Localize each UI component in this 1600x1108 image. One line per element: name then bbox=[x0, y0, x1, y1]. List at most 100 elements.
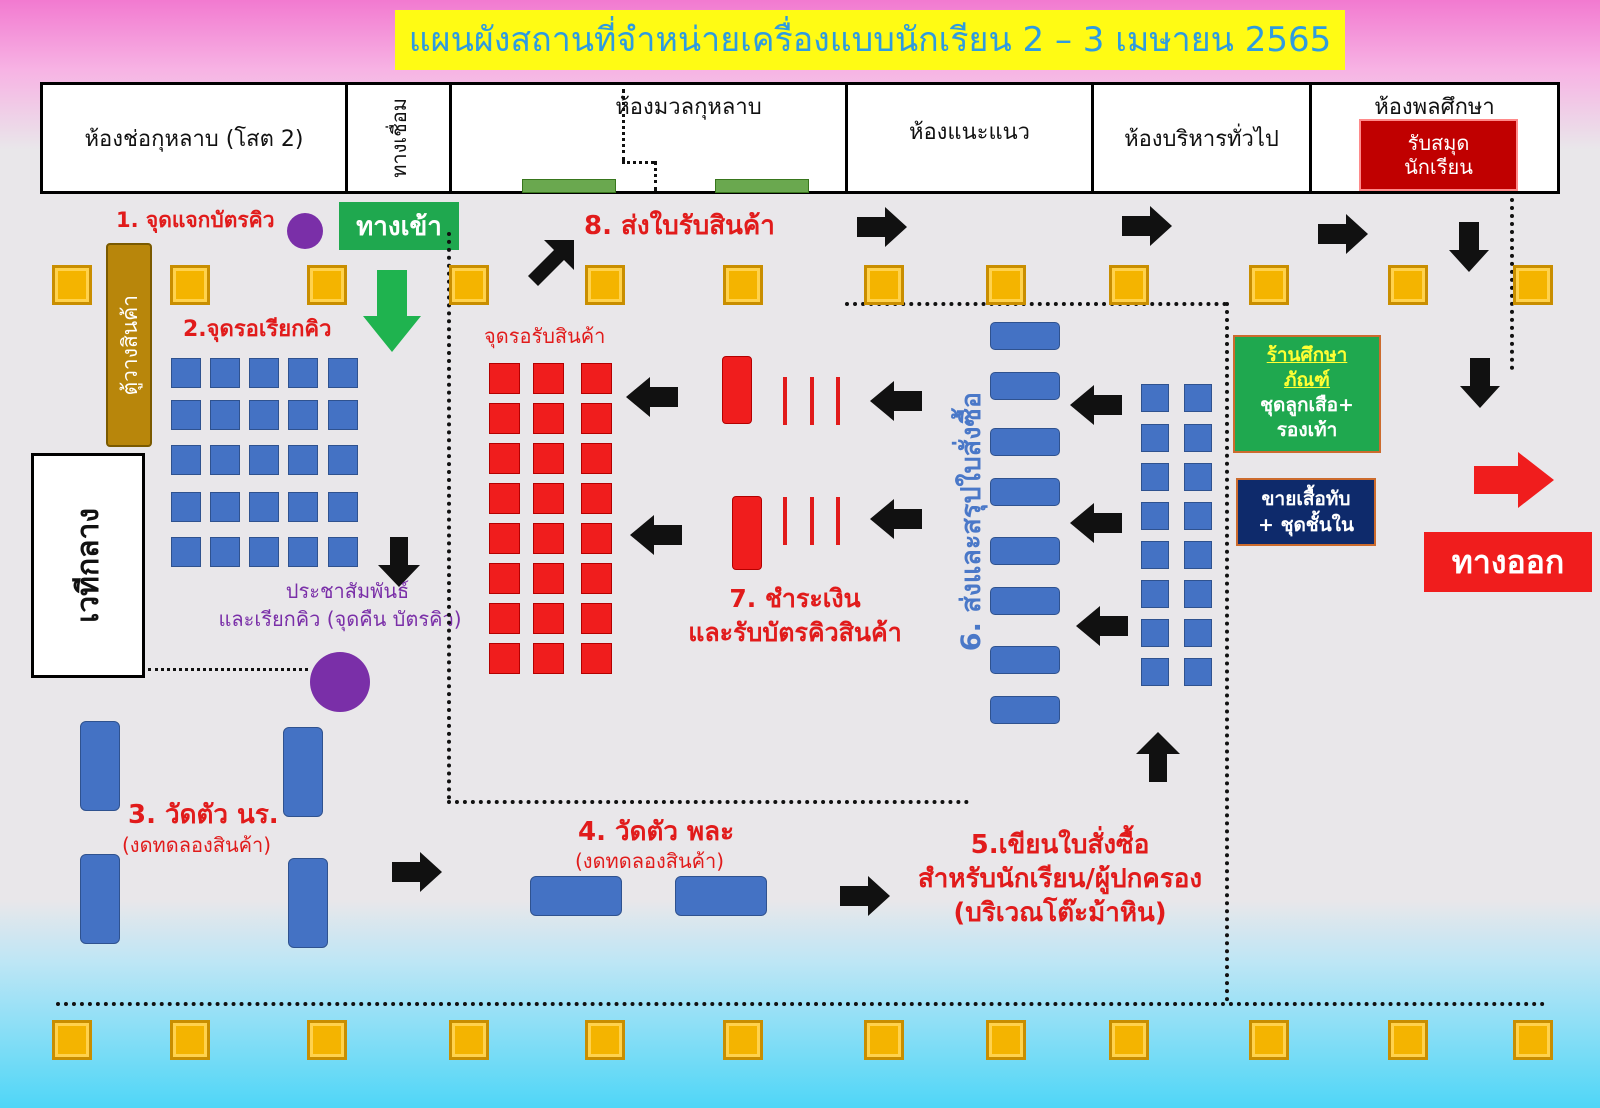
pillar bbox=[986, 265, 1026, 305]
waiting-seat bbox=[171, 537, 201, 567]
room-connector: ทางเชื่อม bbox=[345, 82, 452, 194]
shirt-shop-line2: + ชุดชั้นใน bbox=[1258, 514, 1354, 536]
pr-label-line1: ประชาสัมพันธ์ bbox=[285, 579, 410, 603]
pillar bbox=[864, 265, 904, 305]
step7-line2: และรับบัตรคิวสินค้า bbox=[688, 618, 902, 647]
left-arrow-icon bbox=[626, 377, 678, 417]
right-arrow-icon bbox=[392, 852, 442, 892]
waiting-seat bbox=[328, 400, 358, 430]
order-desk bbox=[1184, 580, 1212, 608]
pillar bbox=[723, 265, 763, 305]
down-arrow-icon bbox=[1460, 358, 1500, 408]
waiting-seat bbox=[249, 400, 279, 430]
order-desk bbox=[1184, 463, 1212, 491]
order-desk bbox=[1184, 502, 1212, 530]
waiting-seat bbox=[210, 400, 240, 430]
pickup-seat bbox=[581, 363, 612, 394]
order-desk bbox=[1184, 658, 1212, 686]
step3-label: 3. วัดตัว นร. bbox=[128, 800, 279, 830]
coop-shop-item1: ชุดลูกเสือ+ bbox=[1260, 394, 1354, 416]
pr-point bbox=[310, 652, 370, 712]
pickup-seat bbox=[533, 363, 564, 394]
left-arrow-icon bbox=[870, 381, 922, 421]
pillar bbox=[585, 265, 625, 305]
pillar bbox=[1249, 265, 1289, 305]
step1-label: 1. จุดแจกบัตรคิว bbox=[116, 208, 275, 232]
waiting-seat bbox=[288, 445, 318, 475]
zone-boundary bbox=[1225, 302, 1229, 1002]
dotted-divider bbox=[622, 161, 654, 164]
pillar bbox=[986, 1020, 1026, 1060]
pillar bbox=[1109, 1020, 1149, 1060]
pickup-seat bbox=[533, 643, 564, 674]
shirt-shop: ขายเสื้อทับ + ชุดชั้นใน bbox=[1236, 478, 1376, 546]
pillar bbox=[723, 1020, 763, 1060]
coop-shop-item2: รองเท้า bbox=[1276, 419, 1338, 441]
up-right-arrow-icon bbox=[528, 240, 574, 286]
waiting-seat bbox=[210, 445, 240, 475]
pillar bbox=[1513, 265, 1553, 305]
left-arrow-icon bbox=[1076, 606, 1128, 646]
room-admin-label: ห้องบริหารทั่วไป bbox=[1124, 126, 1279, 152]
green-table bbox=[522, 179, 616, 193]
entrance-arrow-icon bbox=[363, 270, 421, 352]
queue-card-point bbox=[287, 213, 323, 249]
pillar bbox=[1513, 1020, 1553, 1060]
pickup-seat bbox=[489, 363, 520, 394]
queue-line bbox=[836, 497, 840, 545]
cashier-desk bbox=[732, 496, 762, 570]
right-arrow-icon bbox=[840, 876, 890, 916]
pickup-seat bbox=[581, 603, 612, 634]
pillar bbox=[864, 1020, 904, 1060]
pillar bbox=[449, 1020, 489, 1060]
waiting-seat bbox=[210, 358, 240, 388]
measure-desk bbox=[530, 876, 622, 916]
down-arrow-icon bbox=[378, 537, 420, 587]
waiting-seat bbox=[171, 358, 201, 388]
pickup-seat bbox=[489, 403, 520, 434]
left-arrow-icon bbox=[1070, 503, 1122, 543]
queue-line bbox=[783, 377, 787, 425]
left-arrow-icon bbox=[1070, 385, 1122, 425]
step3-note: (งดทดลองสินค้า) bbox=[122, 833, 272, 857]
order-desk bbox=[1141, 384, 1169, 412]
step2-label: 2.จุดรอเรียกคิว bbox=[183, 317, 332, 342]
right-arrow-icon bbox=[1122, 206, 1172, 246]
waiting-seat bbox=[288, 358, 318, 388]
step5-line3: (บริเวณโต๊ะม้าหิน) bbox=[953, 898, 1167, 928]
pillar bbox=[170, 1020, 210, 1060]
room-muankulab: ห้องมวลกุหลาบ bbox=[449, 82, 848, 194]
dotted-divider bbox=[622, 89, 625, 161]
step5-line1: 5.เขียนใบสั่งซื้อ bbox=[970, 830, 1150, 860]
dotted-line bbox=[148, 668, 308, 671]
waiting-seat bbox=[171, 492, 201, 522]
pickup-seat bbox=[533, 563, 564, 594]
order-desk bbox=[1141, 658, 1169, 686]
pickup-seat bbox=[533, 523, 564, 554]
waiting-seat bbox=[249, 492, 279, 522]
pillar bbox=[52, 1020, 92, 1060]
step6-label: 6. ส่งและสรุปใบสั่งซื้อ bbox=[956, 392, 987, 652]
order-desk bbox=[1141, 580, 1169, 608]
step5-label: 5.เขียนใบสั่งซื้อ สำหรับนักเรียน/ผู้ปกคร… bbox=[890, 828, 1230, 930]
central-stage: เวทีกลาง bbox=[31, 453, 145, 678]
summary-desk bbox=[990, 428, 1060, 456]
queue-line bbox=[810, 497, 814, 545]
products-window: ตู้วางสินค้า bbox=[106, 243, 152, 447]
order-desk bbox=[1141, 619, 1169, 647]
order-desk bbox=[1184, 541, 1212, 569]
order-desk bbox=[1184, 384, 1212, 412]
pickup-seat bbox=[489, 443, 520, 474]
green-table bbox=[715, 179, 809, 193]
step8-label: 8. ส่งใบรับสินค้า bbox=[584, 211, 775, 241]
summary-desk bbox=[990, 478, 1060, 506]
room-guidance-label: ห้องแนะแนว bbox=[908, 119, 1031, 145]
pickup-seat bbox=[581, 643, 612, 674]
zone-boundary bbox=[447, 232, 451, 800]
waiting-seat bbox=[288, 492, 318, 522]
pillar bbox=[449, 265, 489, 305]
waiting-seat bbox=[210, 492, 240, 522]
entrance-sign: ทางเข้า bbox=[339, 202, 459, 250]
order-desk bbox=[1141, 463, 1169, 491]
pillar bbox=[1109, 265, 1149, 305]
